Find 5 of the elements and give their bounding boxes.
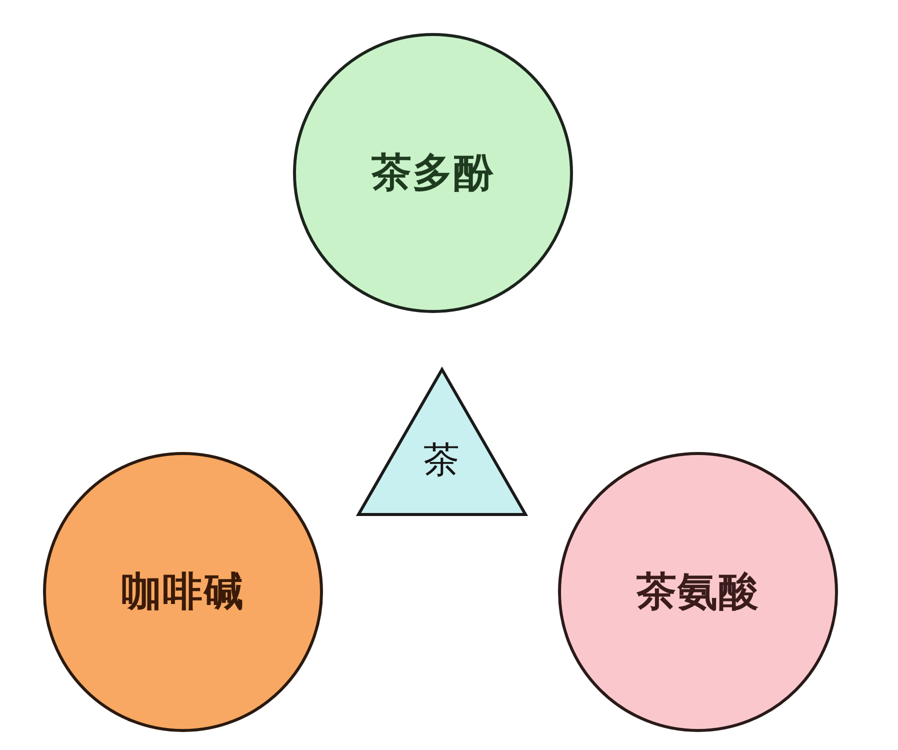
node-label: 咖啡碱	[122, 568, 244, 616]
node-label: 茶氨酸	[636, 568, 760, 616]
triangle-node	[357, 368, 527, 516]
node-label: 茶多酚	[372, 149, 494, 197]
node-label: 茶	[424, 438, 460, 482]
